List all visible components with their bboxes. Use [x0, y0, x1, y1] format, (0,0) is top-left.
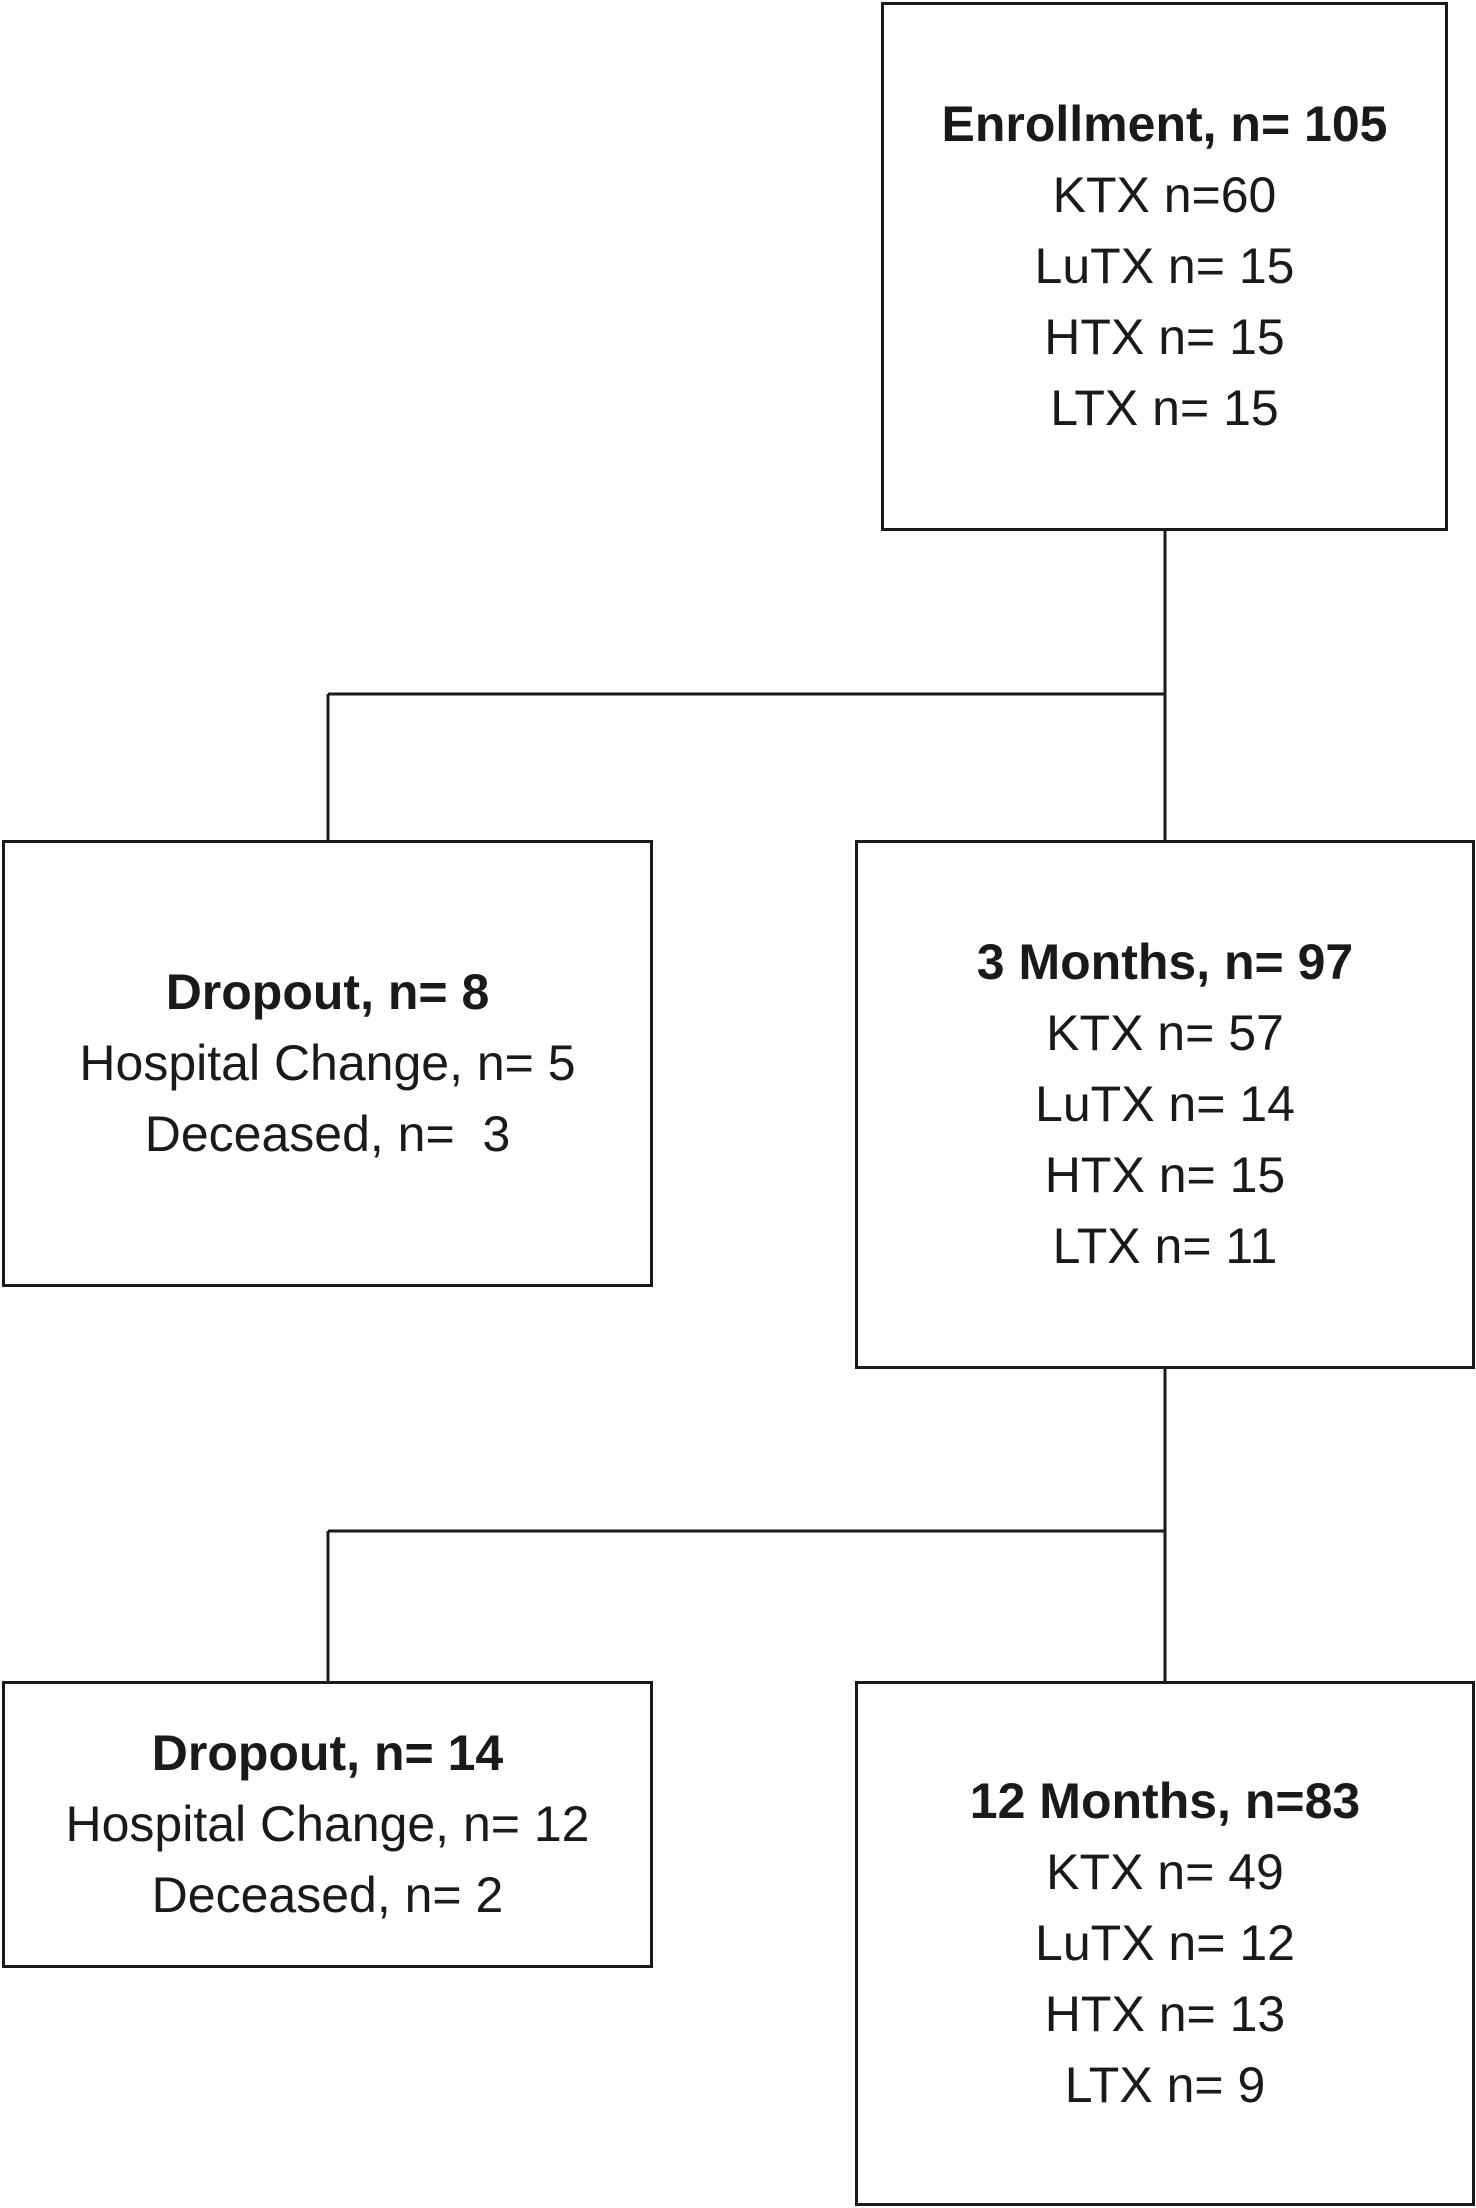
- enrollment-ktx: KTX n=60: [1052, 167, 1277, 223]
- three-months-ktx: KTX n= 57: [1046, 1005, 1284, 1061]
- three-months-htx: HTX n= 15: [1044, 1147, 1286, 1203]
- dropout-12m-title: Dropout, n= 14: [151, 1725, 504, 1781]
- dropout-3m-hospital-change: Hospital Change, n= 5: [79, 1035, 576, 1091]
- enrollment-title: Enrollment, n= 105: [941, 96, 1388, 152]
- dropout-3m-box: Dropout, n= 8 Hospital Change, n= 5 Dece…: [2, 840, 653, 1287]
- three-months-ltx: LTX n= 11: [1052, 1218, 1278, 1274]
- enrollment-box: Enrollment, n= 105 KTX n=60 LuTX n= 15 H…: [881, 2, 1448, 531]
- three-months-box: 3 Months, n= 97 KTX n= 57 LuTX n= 14 HTX…: [855, 840, 1475, 1369]
- enrollment-ltx: LTX n= 15: [1050, 380, 1279, 436]
- dropout-12m-box: Dropout, n= 14 Hospital Change, n= 12 De…: [2, 1681, 653, 1968]
- dropout-12m-hospital-change: Hospital Change, n= 12: [65, 1796, 590, 1852]
- dropout-3m-deceased: Deceased, n= 3: [144, 1106, 511, 1162]
- dropout-3m-title: Dropout, n= 8: [165, 964, 490, 1020]
- enrollment-lutx: LuTX n= 15: [1034, 238, 1295, 294]
- enrollment-htx: HTX n= 15: [1044, 309, 1285, 365]
- dropout-12m-deceased: Deceased, n= 2: [151, 1867, 504, 1923]
- twelve-months-ktx: KTX n= 49: [1046, 1844, 1284, 1900]
- twelve-months-ltx: LTX n= 9: [1064, 2057, 1266, 2113]
- twelve-months-lutx: LuTX n= 12: [1035, 1915, 1295, 1971]
- twelve-months-title: 12 Months, n=83: [969, 1773, 1361, 1829]
- twelve-months-box: 12 Months, n=83 KTX n= 49 LuTX n= 12 HTX…: [855, 1681, 1475, 2206]
- three-months-lutx: LuTX n= 14: [1035, 1076, 1295, 1132]
- twelve-months-htx: HTX n= 13: [1044, 1986, 1286, 2042]
- three-months-title: 3 Months, n= 97: [976, 934, 1354, 990]
